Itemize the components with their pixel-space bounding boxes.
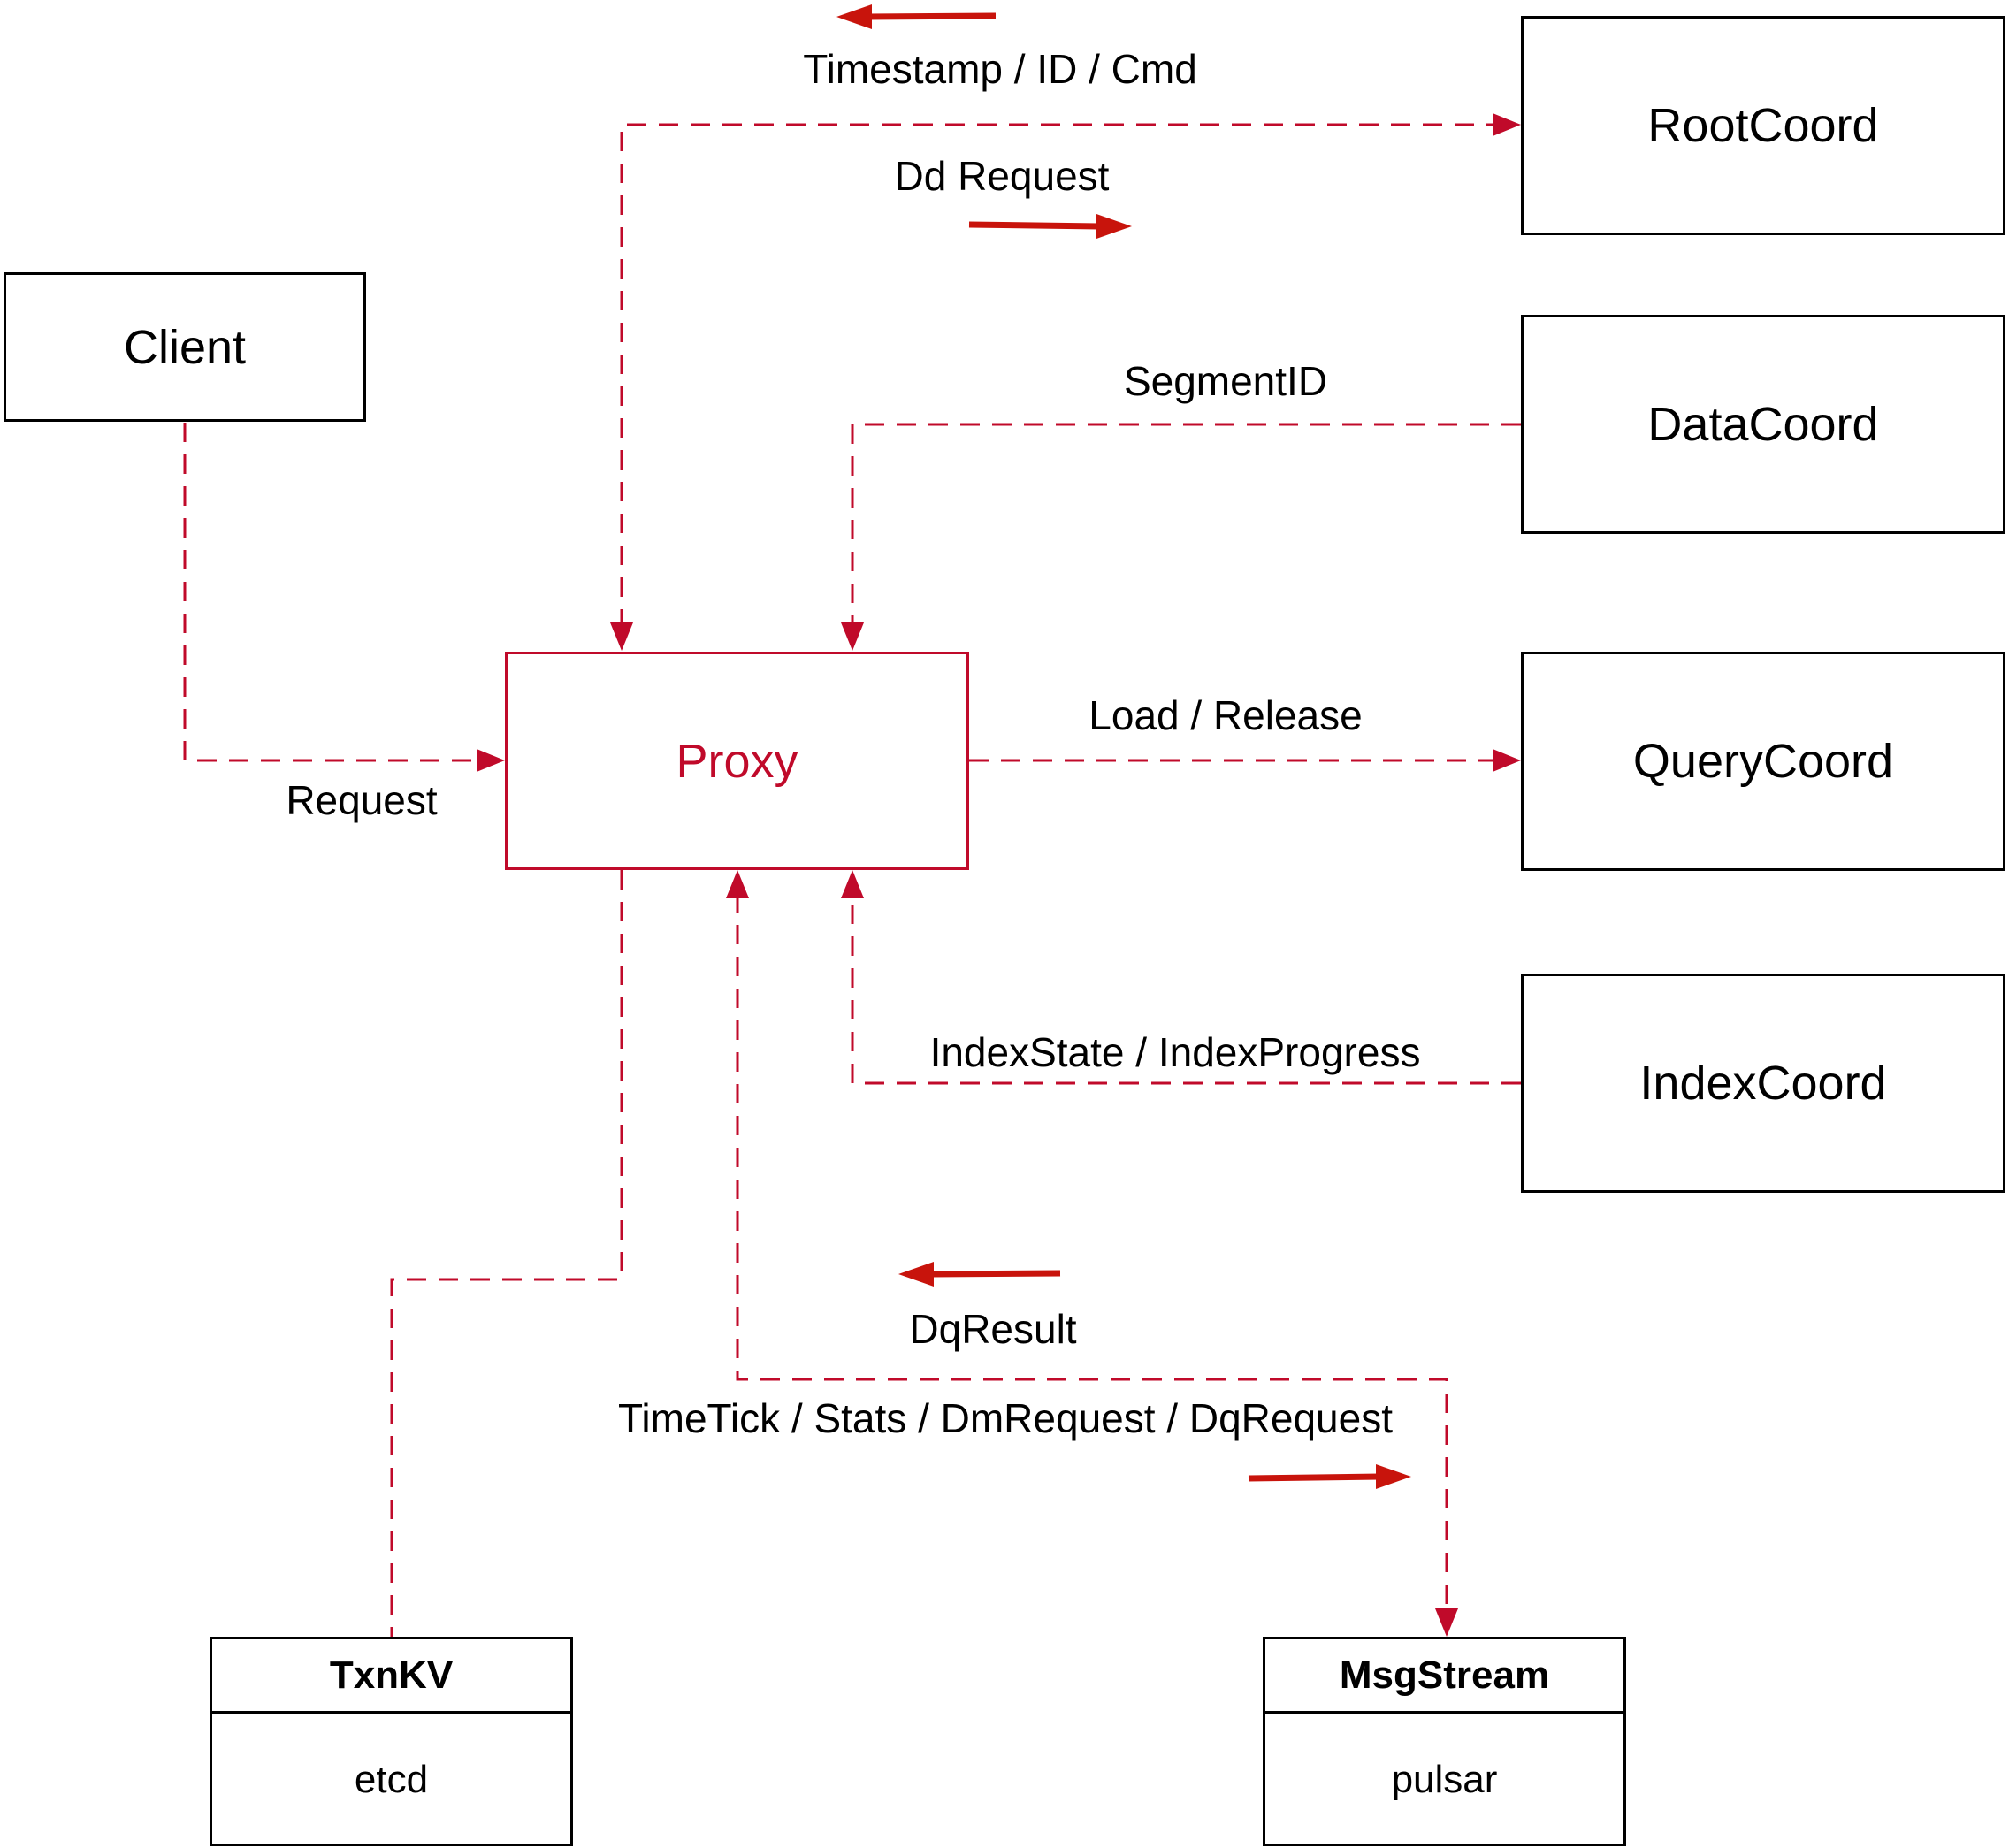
timestamp-id-cmd-label: Timestamp / ID / Cmd [803, 46, 1197, 92]
root-coord-proxy-link [620, 123, 1493, 629]
msgstream-arrowhead [1435, 1608, 1458, 1637]
txnkv-impl: etcd [354, 1758, 429, 1801]
index-coord-node: IndexCoord [1521, 974, 2005, 1193]
client-label: Client [123, 320, 247, 374]
load-release-label: Load / Release [1089, 692, 1363, 738]
dd-request-label: Dd Request [894, 153, 1110, 199]
proxy-msgstream-link [736, 893, 1448, 1615]
index-coord-to-proxy-link [851, 893, 1521, 1085]
request-label: Request [286, 777, 438, 823]
txnkv-store: TxnKV etcd [210, 1637, 573, 1846]
index-coord-label: IndexCoord [1639, 1057, 1887, 1110]
root-coord-arrowhead [1493, 113, 1521, 136]
direction-arrow-left-dq-result [898, 1262, 1061, 1287]
proxy-from-index-arrowhead [841, 870, 864, 898]
index-state-progress-label: IndexState / IndexProgress [929, 1029, 1421, 1075]
proxy-label: Proxy [676, 734, 798, 788]
client-to-proxy-link [183, 423, 483, 762]
data-coord-to-proxy-link [851, 423, 1521, 629]
direction-arrow-left-timestamp [836, 4, 997, 29]
direction-arrow-right-dd-request [968, 214, 1132, 239]
proxy-from-root-arrowhead [610, 622, 633, 651]
proxy-to-txnkv-link [390, 870, 623, 1637]
root-coord-label: RootCoord [1647, 99, 1879, 152]
direction-arrow-right-timetick [1248, 1464, 1411, 1489]
proxy-from-msgstream-arrowhead [726, 870, 749, 898]
txnkv-title: TxnKV [212, 1639, 570, 1714]
segment-id-label: SegmentID [1123, 358, 1328, 404]
client-to-proxy-arrowhead [477, 749, 505, 772]
root-coord-node: RootCoord [1521, 16, 2005, 235]
proxy-from-data-arrowhead [841, 622, 864, 651]
msgstream-title: MsgStream [1265, 1639, 1623, 1714]
data-coord-label: DataCoord [1647, 398, 1879, 451]
proxy-node: Proxy [505, 652, 969, 870]
query-coord-arrowhead [1493, 749, 1521, 772]
query-coord-node: QueryCoord [1521, 652, 2005, 871]
client-node: Client [4, 272, 366, 422]
data-coord-node: DataCoord [1521, 315, 2005, 534]
timetick-stats-label: TimeTick / Stats / DmRequest / DqRequest [618, 1395, 1393, 1441]
msgstream-impl: pulsar [1391, 1758, 1498, 1801]
query-coord-label: QueryCoord [1632, 735, 1894, 788]
msgstream-store: MsgStream pulsar [1263, 1637, 1626, 1846]
dq-result-label: DqResult [909, 1306, 1077, 1352]
